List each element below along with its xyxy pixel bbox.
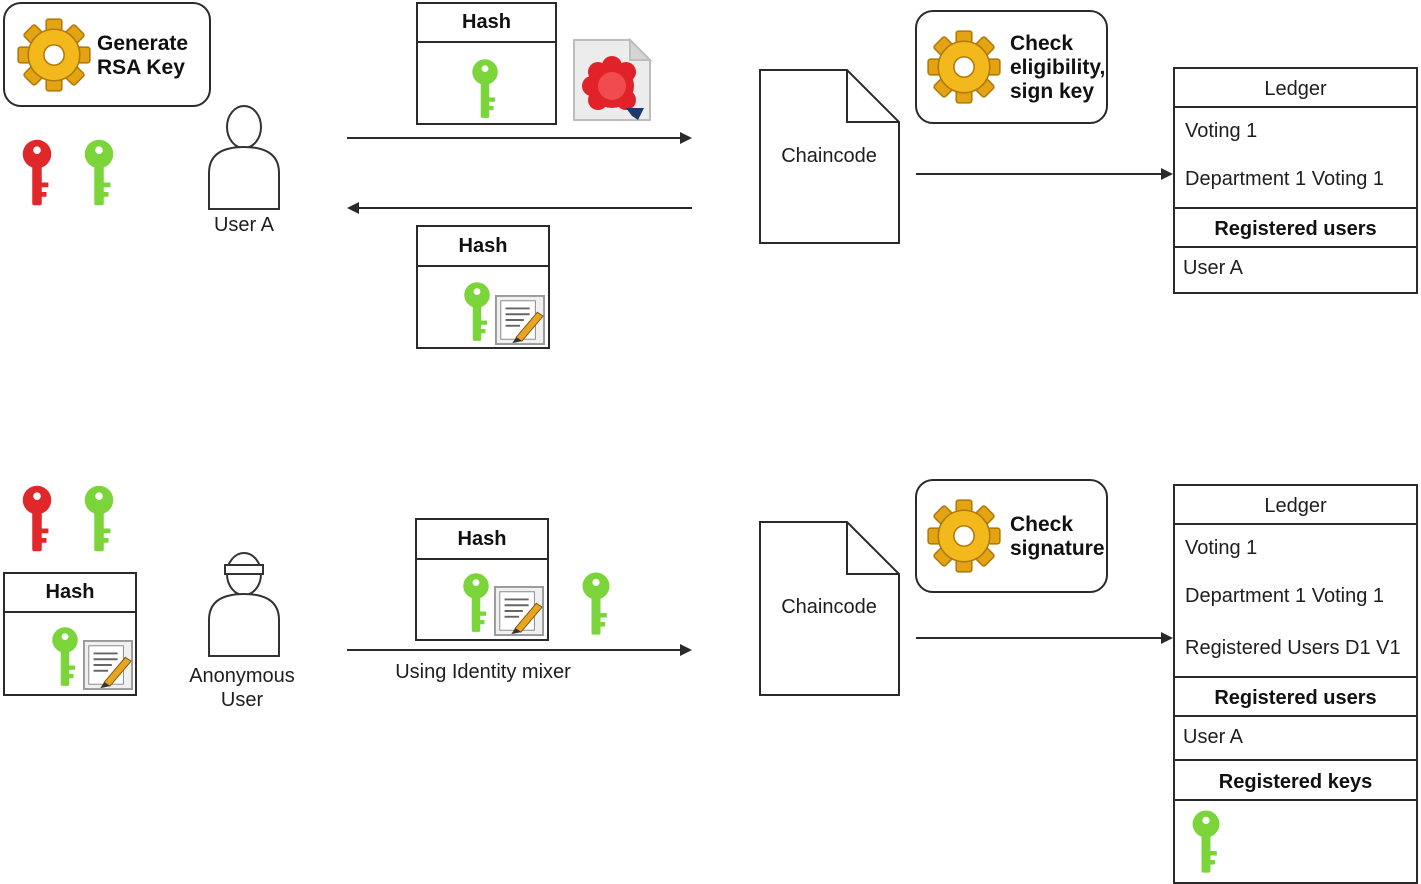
check-eligibility-box: Check eligibility, sign key: [915, 10, 1108, 124]
document-icon: [759, 521, 900, 696]
generate-label-line1: Generate: [97, 32, 189, 55]
anonymous-label-line1: Anonymous: [189, 665, 295, 687]
registered-keys-header: Registered keys: [1218, 771, 1373, 793]
check-line3: sign key: [1010, 80, 1095, 103]
check-line2: eligibility,: [1010, 56, 1106, 79]
check-line2: signature: [1010, 537, 1105, 560]
hash-header: Hash: [418, 4, 555, 43]
arrowhead: [1161, 632, 1173, 644]
masked-user-icon: [208, 552, 280, 657]
check-line1: Check: [1010, 513, 1074, 536]
certificate-seal-icon: [573, 38, 652, 121]
hash-header: Hash: [5, 574, 135, 613]
registered-user-entry: User A: [1183, 257, 1244, 279]
generate-rsa-key-label: Generate RSA Key: [97, 32, 188, 80]
arrowhead: [680, 132, 692, 144]
user-a-label: User A: [213, 214, 275, 236]
registered-users-header: Registered users: [1214, 218, 1377, 240]
ledger-row: Voting 1: [1185, 537, 1258, 559]
ledger-row: Registered Users D1 V1: [1185, 637, 1401, 659]
registered-user-entry: User A: [1183, 726, 1244, 748]
document-icon: [759, 69, 900, 244]
check-signature-box: Check signature: [915, 479, 1108, 593]
check-eligibility-label: Check eligibility, sign key: [1010, 32, 1106, 104]
arrowhead: [1161, 168, 1173, 180]
identity-mixer-label: Using Identity mixer: [395, 661, 571, 683]
chaincode-document: Chaincode: [759, 69, 901, 245]
arrowhead: [680, 644, 692, 656]
ledger-row: Department 1 Voting 1: [1185, 585, 1385, 607]
check-signature-label: Check signature: [1010, 513, 1106, 561]
anonymous-label-line2: User: [220, 689, 264, 711]
registered-users-header: Registered users: [1214, 687, 1377, 709]
ledger-row: Department 1 Voting 1: [1185, 168, 1385, 190]
chaincode-label: Chaincode: [781, 145, 877, 167]
anonymous-user-label: Anonymous User: [180, 664, 304, 712]
signed-hash-box: Hash: [416, 225, 550, 349]
chaincode-label: Chaincode: [781, 596, 877, 618]
local-signed-hash-box: Hash: [3, 572, 137, 696]
ledger-row: Voting 1: [1185, 120, 1258, 142]
check-line1: Check: [1010, 32, 1074, 55]
hash-header: Hash: [418, 227, 548, 267]
generate-label-line2: RSA Key: [97, 56, 185, 79]
generate-rsa-key-box: Generate RSA Key: [3, 2, 211, 107]
ledger-title: Ledger: [1264, 495, 1327, 517]
ledger-table: Ledger Voting 1 Department 1 Voting 1 Re…: [1173, 67, 1418, 294]
ledger-title: Ledger: [1264, 78, 1327, 100]
ledger-table: Ledger Voting 1 Department 1 Voting 1 Re…: [1173, 484, 1418, 884]
chaincode-document: Chaincode: [759, 521, 901, 697]
user-icon: [208, 105, 280, 210]
hash-request-box: Hash: [416, 2, 557, 125]
sent-signed-hash-box: Hash: [415, 518, 549, 641]
arrowhead: [347, 202, 359, 214]
hash-header: Hash: [417, 520, 547, 560]
